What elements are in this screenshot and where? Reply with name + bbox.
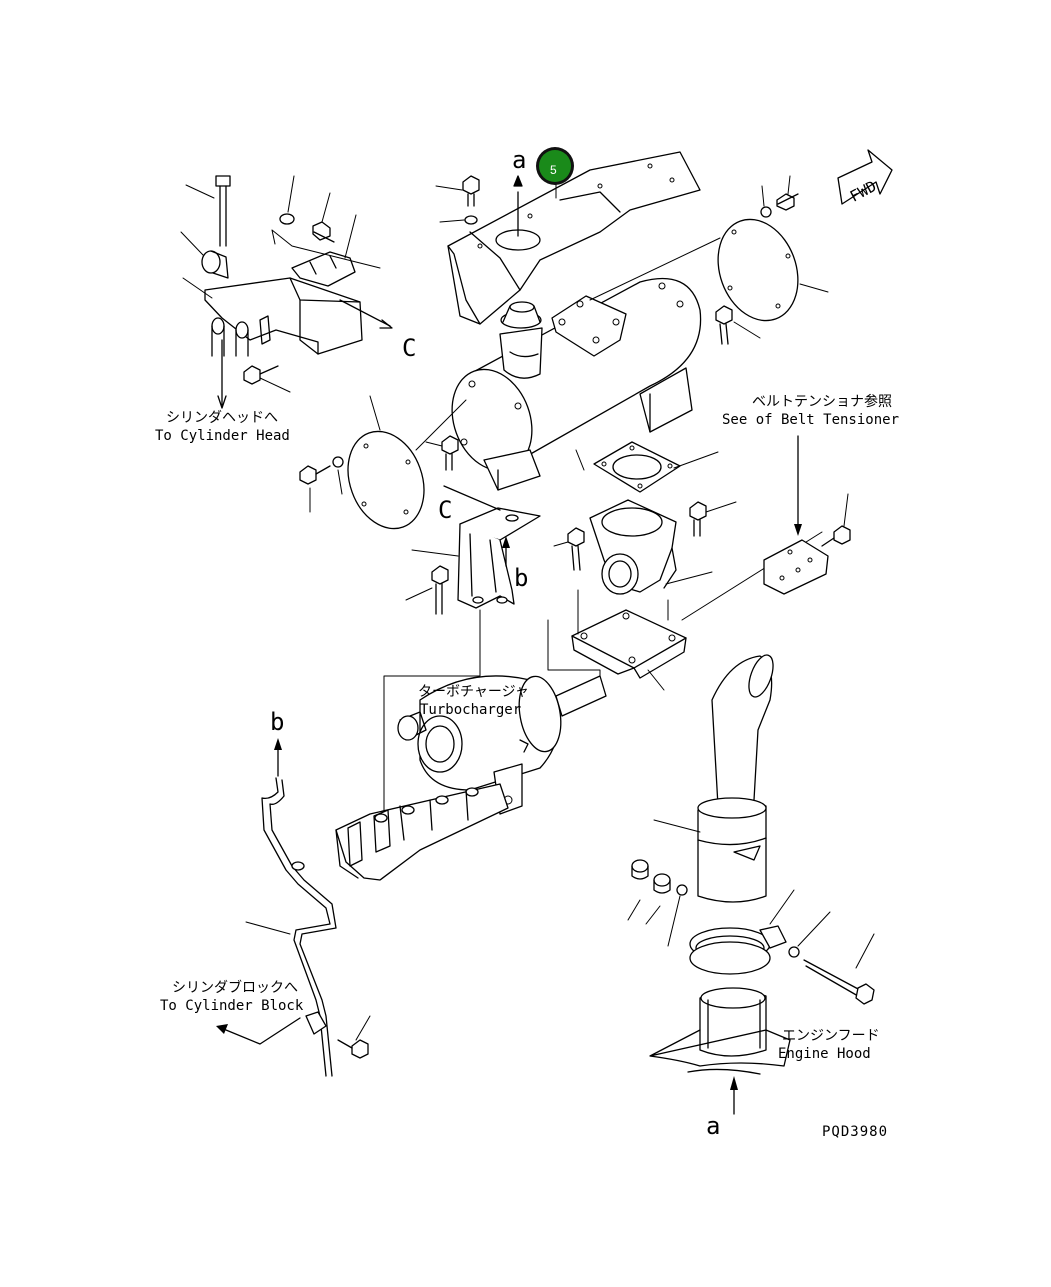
- exhaust-manifold: [335, 783, 509, 881]
- belt-tensioner-jp: ベルトテンショナ参照: [752, 393, 892, 410]
- belt-tensioner-en: See of Belt Tensioner: [722, 412, 899, 428]
- ref-a-bottom: a: [706, 1112, 720, 1140]
- to-cylinder-block-arrow: [216, 1017, 301, 1045]
- long-bolt: [185, 175, 231, 247]
- shield-bolt: [435, 175, 480, 207]
- ref-c-mid: C: [438, 496, 452, 524]
- engine-hood-jp: エンジンフード: [782, 1028, 880, 1044]
- turbocharger-en: Turbocharger: [420, 702, 521, 718]
- engine-hood-collar: [649, 987, 791, 1075]
- pipe-clamp-bolt: [337, 1015, 371, 1059]
- muffler-support-bracket: [411, 485, 541, 609]
- tensioner-bolt: [821, 493, 851, 547]
- ref-arrow-b-mid: [502, 536, 510, 567]
- to-cylinder-block-en: To Cylinder Block: [160, 998, 304, 1014]
- right-washer-bolt: [760, 175, 799, 218]
- ref-b-mid: b: [514, 564, 528, 592]
- clamp-collar: [180, 231, 229, 279]
- ref-a-top: a: [512, 146, 526, 174]
- engine-hood-en: Engine Hood: [778, 1046, 871, 1062]
- ref-arrow-a-top: [513, 175, 523, 237]
- ref-c-top: C: [402, 334, 416, 362]
- callout-5[interactable]: 5: [536, 147, 574, 185]
- cylinder-head-bracket-assembly: [180, 175, 393, 409]
- small-clip: [291, 214, 357, 287]
- bracket-bolt-lower: [405, 565, 449, 615]
- heat-shield: [447, 151, 701, 325]
- left-bolt: [299, 456, 344, 513]
- turbocharger: [397, 675, 607, 815]
- turbocharger-jp: ターボチャージャ: [418, 684, 529, 700]
- to-cylinder-block-jp: シリンダブロックへ: [172, 979, 298, 996]
- elbow-bolt-right: [689, 501, 737, 537]
- to-cylinder-head-jp: シリンダヘッドへ: [166, 410, 278, 426]
- forward-direction-arrow: FWD: [837, 149, 893, 206]
- mid-bolt: [425, 435, 459, 471]
- drawing-code: PQD3980: [822, 1124, 888, 1140]
- exhaust-stack: [653, 654, 774, 903]
- elbow-bolt-left: [553, 527, 585, 571]
- to-cylinder-head-en: To Cylinder Head: [155, 428, 290, 444]
- belt-tensioner-bracket: [763, 435, 829, 595]
- ref-arrow-a-bottom: [730, 1076, 738, 1115]
- mounting-bracket: [182, 277, 363, 357]
- muffler: [451, 277, 702, 491]
- stack-clamp: [689, 889, 795, 975]
- adapter-plate: [571, 609, 687, 691]
- shield-washer: [439, 215, 478, 225]
- hex-bolt: [312, 192, 335, 243]
- washer: [279, 175, 295, 225]
- ref-b-left: b: [270, 708, 284, 736]
- stack-nuts: [627, 859, 688, 947]
- exhaust-elbow: [589, 499, 713, 595]
- callout-5-badge[interactable]: [539, 150, 571, 182]
- bracket-bolt: [243, 365, 291, 393]
- end-cover-right: [589, 218, 829, 322]
- flange-gasket: [593, 441, 719, 493]
- callout-5-number: 5: [550, 163, 557, 177]
- oil-drain-pipe: [245, 738, 337, 1077]
- clamp-bolt: [788, 911, 875, 1005]
- end-cover-left: [347, 395, 467, 530]
- right-bolt: [715, 305, 761, 345]
